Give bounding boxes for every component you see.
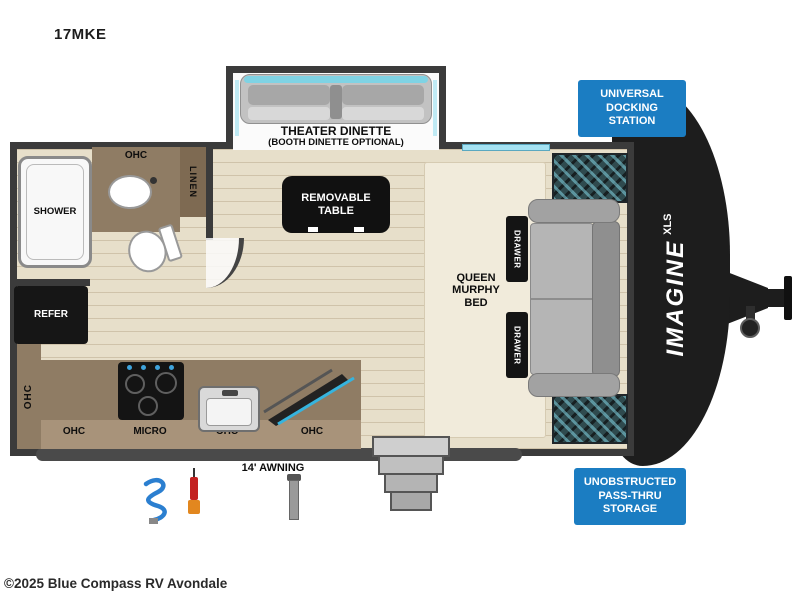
theater-seat	[240, 74, 432, 124]
theater-dinette-optional-label: (BOOTH DINETTE OPTIONAL)	[268, 137, 404, 148]
bathroom-lower-wall	[10, 279, 90, 286]
drawer-upper: DRAWER	[506, 216, 528, 282]
left-cabinet: OHC	[17, 344, 41, 449]
removable-table: REMOVABLE TABLE	[282, 176, 390, 233]
stove-knob	[169, 365, 174, 370]
cord-plug	[188, 500, 200, 514]
ohc-label-1: OHC	[62, 426, 86, 437]
step	[378, 455, 444, 475]
sofa-seat-seam	[531, 298, 593, 300]
sofa-arm-rear	[528, 373, 620, 397]
seat-back-left	[248, 85, 330, 105]
coiled-hose-icon	[143, 477, 167, 524]
burner	[138, 396, 158, 416]
sofa-arm-front	[528, 199, 620, 223]
post-body	[289, 480, 299, 520]
entry-steps	[372, 436, 450, 512]
wardrobe-front	[552, 153, 628, 203]
shower-pan	[26, 164, 84, 260]
model-number: 17MKE	[54, 26, 107, 43]
drawer-label: DRAWER	[512, 229, 522, 269]
window	[462, 144, 550, 151]
utility-post-icon	[286, 474, 302, 520]
burner	[125, 374, 145, 394]
stove-knob	[141, 365, 146, 370]
linen-cabinet: LINEN	[180, 147, 206, 217]
slide-led-left	[235, 80, 239, 136]
stove-knob	[127, 365, 132, 370]
sofa	[528, 199, 620, 397]
vanity	[92, 165, 180, 232]
seat-back-right	[342, 85, 424, 105]
slideout-floor-patch	[233, 142, 439, 150]
vanity-sink	[108, 175, 152, 209]
sink-faucet	[222, 390, 238, 396]
step	[384, 473, 438, 493]
flip-up-counter	[263, 368, 355, 426]
drawer-label: DRAWER	[512, 325, 522, 365]
brand-series: XLS	[662, 213, 674, 235]
theater-dinette-label: THEATER DINETTE	[280, 124, 392, 138]
passthru-storage-callout: UNOBSTRUCTED PASS-THRU STORAGE	[574, 468, 686, 525]
ohc-label-top: OHC	[124, 150, 148, 162]
vanity-faucet	[150, 177, 157, 184]
micro-label: MICRO	[133, 426, 167, 437]
shower-label: SHOWER	[33, 205, 77, 217]
sink-basin	[206, 398, 252, 426]
ohc-label-3: OHC	[300, 426, 324, 437]
seat-console	[330, 85, 342, 119]
table-leg	[354, 227, 364, 232]
seat-cushion-right	[342, 107, 424, 120]
copyright-text: ©2025 Blue Compass RV Avondale	[4, 576, 228, 591]
cooktop	[118, 362, 184, 420]
docking-station-callout: UNIVERSAL DOCKING STATION	[578, 80, 686, 137]
removable-table-label: REMOVABLE TABLE	[301, 191, 371, 217]
burner	[155, 372, 177, 394]
linen-label: LINEN	[188, 166, 199, 198]
murphy-bed-label: QUEEN MURPHY BED	[452, 272, 500, 309]
table-leg	[308, 227, 318, 232]
sofa-back	[592, 221, 620, 377]
ohc-label-left: OHC	[23, 383, 35, 410]
bathroom-wall	[206, 142, 213, 240]
refrigerator: REFER	[14, 286, 88, 344]
step	[390, 491, 432, 511]
shower: SHOWER	[18, 156, 92, 268]
power-cord-icon	[186, 468, 202, 516]
stove-knob	[155, 365, 160, 370]
kitchen-sink	[198, 386, 260, 432]
post-cap	[287, 474, 301, 481]
ohc-cabinet-top: OHC	[92, 147, 180, 165]
drawer-lower: DRAWER	[506, 312, 528, 378]
cord-stem	[193, 468, 195, 478]
refer-label: REFER	[34, 309, 68, 321]
wardrobe-rear	[552, 394, 628, 444]
step	[372, 436, 450, 457]
cord-body	[190, 477, 198, 500]
hitch-tongue	[722, 270, 792, 338]
seat-led-strip	[244, 76, 428, 83]
murphy-bed	[424, 162, 546, 438]
awning-label: 14' AWNING	[241, 462, 305, 474]
slide-led-right	[433, 80, 437, 136]
seat-cushion-left	[248, 107, 330, 120]
brand-name: IMAGINE	[662, 239, 689, 357]
